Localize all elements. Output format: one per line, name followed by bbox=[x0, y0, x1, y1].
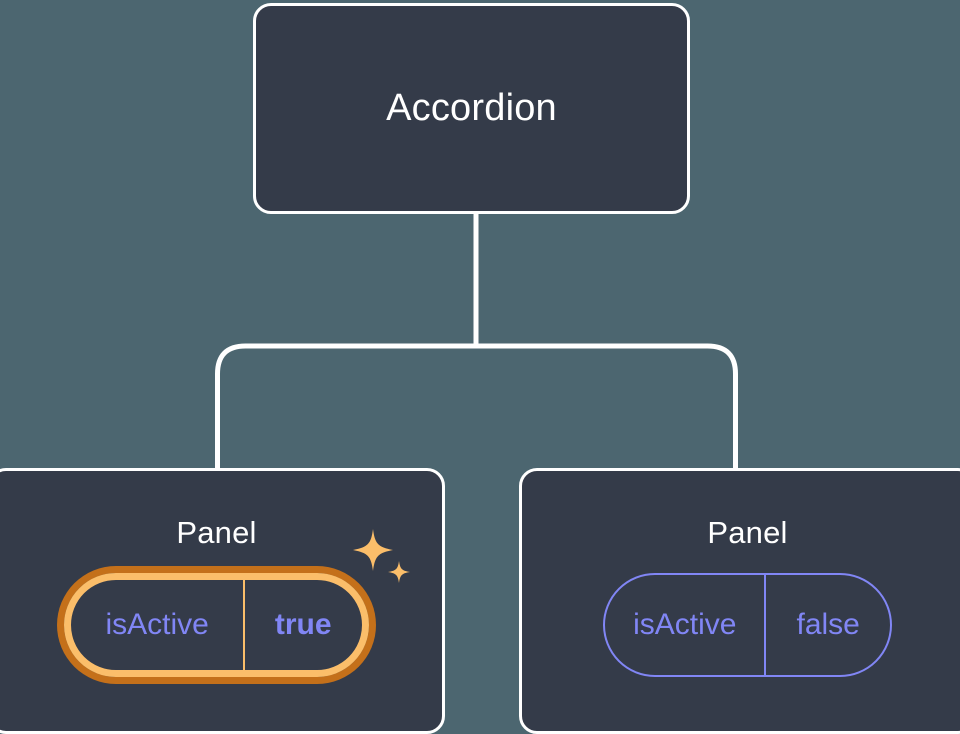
connector-branch-right bbox=[476, 343, 738, 470]
node-panel-active-title: Panel bbox=[176, 515, 257, 550]
connector-branch-left bbox=[215, 343, 476, 470]
node-panel-inactive[interactable]: Panel isActive false bbox=[519, 468, 960, 734]
prop-pill-inactive-wrapper: isActive false bbox=[603, 573, 892, 677]
prop-pill-active-wrapper: isActive true bbox=[64, 529, 410, 677]
prop-key-label: isActive bbox=[633, 608, 737, 641]
prop-pill-is-active[interactable]: isActive false bbox=[603, 573, 892, 677]
node-panel-active[interactable]: Panel isActive true bbox=[0, 468, 445, 734]
sparkles-group bbox=[352, 529, 410, 583]
node-panel-inactive-title: Panel bbox=[707, 515, 788, 550]
sparkle-large-icon bbox=[352, 529, 393, 571]
prop-value-label: true bbox=[242, 580, 362, 670]
prop-pill-is-active[interactable]: isActive true bbox=[64, 573, 369, 677]
node-accordion[interactable]: Accordion bbox=[253, 3, 690, 214]
prop-key-label: isActive bbox=[105, 608, 209, 641]
prop-value-label: false bbox=[764, 575, 889, 675]
node-accordion-title: Accordion bbox=[386, 87, 557, 129]
sparkle-small-icon bbox=[387, 561, 410, 583]
